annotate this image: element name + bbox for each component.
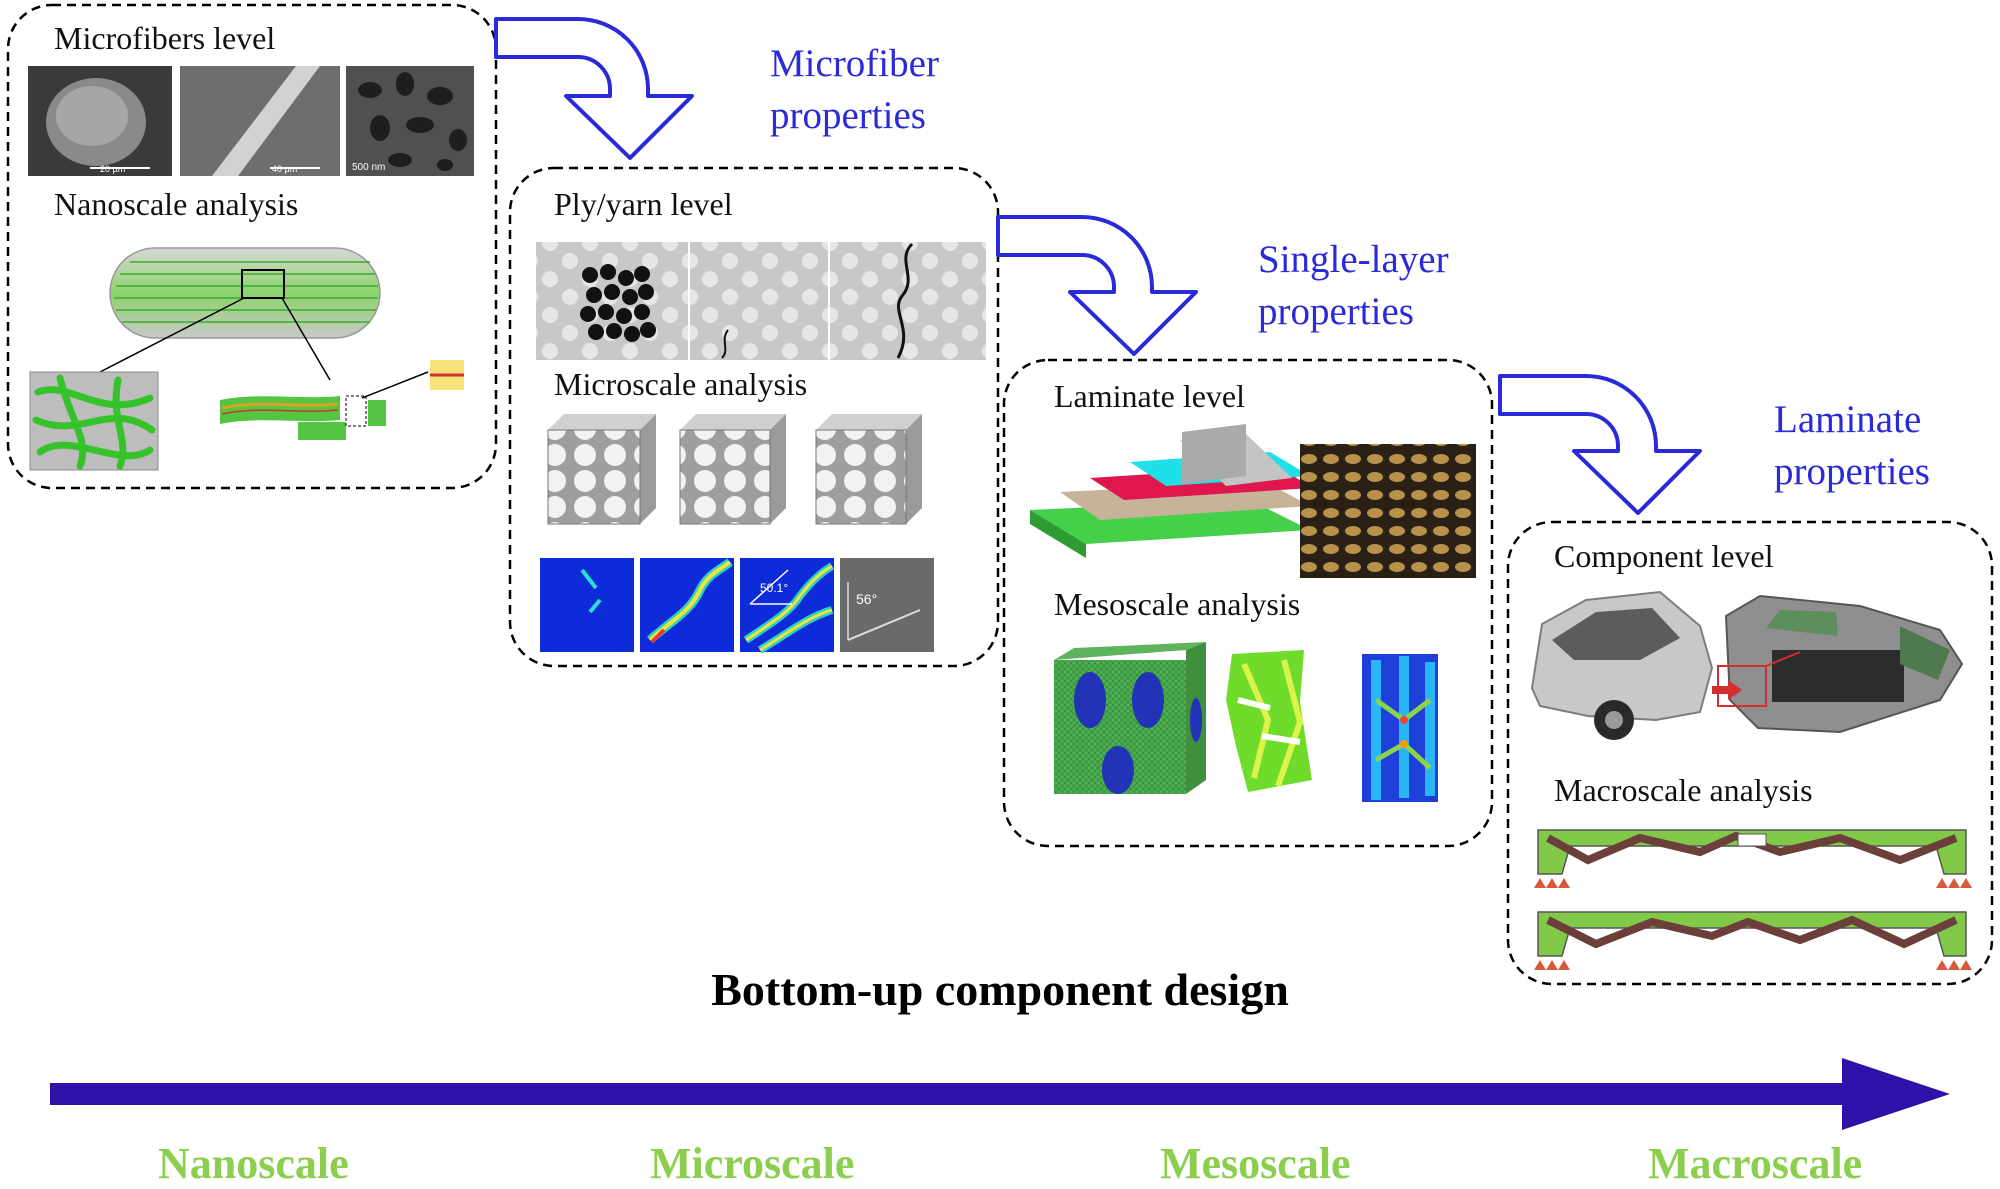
laminate-level-box <box>1002 358 1494 848</box>
scale-axis-arrow <box>50 1058 1950 1130</box>
sem-scale-label-2: 40 µm <box>272 164 297 174</box>
component-level-box <box>1506 520 1994 986</box>
ply-yarn-level-box <box>508 166 1000 668</box>
scale-label-mesoscale: Mesoscale <box>1160 1139 1351 1188</box>
sem-images-row: 20 µm 40 µm 500 nm <box>28 66 474 176</box>
microfiber-properties-line1: Microfiber <box>770 42 939 85</box>
sem-scale-label-3: 500 nm <box>352 162 385 173</box>
blue-stress-model <box>1362 654 1438 802</box>
microscale-analysis-label: Microscale analysis <box>554 366 808 402</box>
macroscale-beam-models <box>1534 829 1972 970</box>
component-level-title: Component level <box>1554 538 1774 574</box>
mesoscale-analysis-label: Mesoscale analysis <box>1054 586 1301 622</box>
crack-angle-label-2: 56° <box>856 591 877 607</box>
microfiber-properties-line2: properties <box>770 94 926 137</box>
fiber-cross-section-images <box>536 242 986 360</box>
laminate-properties-line1: Laminate <box>1774 398 1922 441</box>
fiber-strip-model <box>220 360 464 440</box>
crack-angle-label-1: 50.1° <box>760 581 788 595</box>
car-and-bumper-images <box>1530 590 1964 740</box>
transition-arrow-3 <box>1498 374 1702 515</box>
scale-label-microscale: Microscale <box>650 1139 855 1188</box>
microfibers-level-title: Microfibers level <box>54 20 276 56</box>
single-layer-properties-line1: Single-layer <box>1258 238 1449 281</box>
main-title: Bottom-up component design <box>711 964 1289 1015</box>
transition-arrow-1 <box>494 17 694 160</box>
laminate-properties-label: Laminate properties <box>1774 394 1930 498</box>
laminate-properties-line2: properties <box>1774 450 1930 493</box>
nanofiber-bundle-illustration <box>29 247 464 471</box>
microfibers-level-box <box>6 3 498 490</box>
macroscale-analysis-label: Macroscale analysis <box>1554 772 1813 808</box>
scale-label-nanoscale: Nanoscale <box>158 1139 349 1188</box>
mesoscale-models <box>1054 642 1438 802</box>
scale-label-macroscale: Macroscale <box>1648 1139 1863 1188</box>
crack-simulation-images: 50.1° 56° <box>540 558 934 654</box>
transition-arrow-2 <box>996 215 1198 356</box>
microscale-3d-models <box>547 414 922 525</box>
green-stress-model <box>1226 650 1312 792</box>
single-layer-properties-label: Single-layer properties <box>1258 234 1449 338</box>
sem-scale-label-1: 20 µm <box>100 164 125 174</box>
single-layer-properties-line2: properties <box>1258 290 1414 333</box>
laminate-level-title: Laminate level <box>1054 378 1246 414</box>
ply-yarn-level-title: Ply/yarn level <box>554 186 733 222</box>
microfiber-properties-label: Microfiber properties <box>770 38 939 142</box>
laminate-layer-stack <box>1030 424 1476 578</box>
nanoscale-analysis-label: Nanoscale analysis <box>54 186 299 222</box>
